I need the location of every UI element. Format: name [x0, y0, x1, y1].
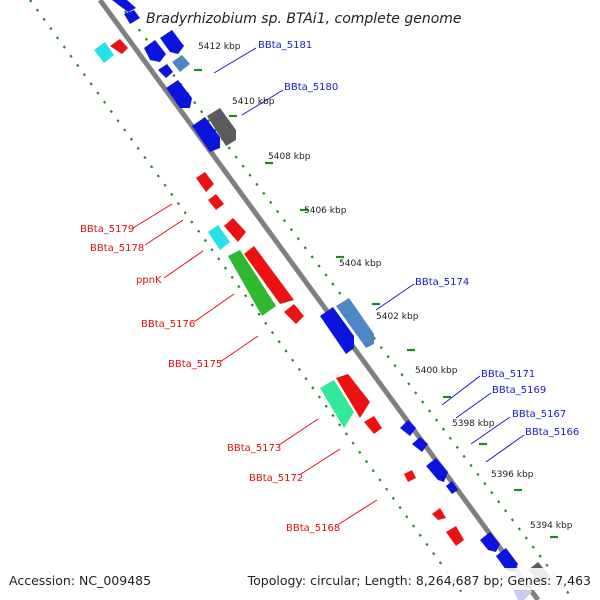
gene-arrow[interactable]	[160, 30, 184, 54]
scale-label: 5398 kbp	[452, 419, 495, 429]
label-leader	[213, 47, 257, 74]
label-leader	[193, 293, 235, 323]
gene-label[interactable]: BBta_5169	[492, 385, 546, 396]
forward-gene-labels: BBta_5181 BBta_5180 BBta_5174 BBta_5171 …	[213, 40, 579, 463]
gene-arrow[interactable]	[364, 416, 382, 434]
gene-arrow[interactable]	[208, 194, 224, 210]
gene-label[interactable]: ppnK	[136, 275, 162, 286]
inner-reverse-tick-line	[29, 0, 467, 599]
gene-arrow[interactable]	[192, 117, 220, 152]
label-leader	[441, 375, 481, 406]
tick-guides	[29, 0, 573, 599]
label-leader	[241, 89, 284, 116]
footer-backdrop	[0, 568, 600, 590]
gene-arrow[interactable]	[412, 437, 428, 452]
label-leader	[132, 203, 173, 229]
scale-label: 5400 kbp	[415, 366, 458, 376]
gene-arrow[interactable]	[124, 10, 140, 24]
gene-label[interactable]: BBta_5172	[249, 473, 303, 484]
label-leader	[455, 392, 492, 419]
gene-label[interactable]: BBta_5179	[80, 224, 134, 235]
gene-arrow[interactable]	[172, 55, 190, 72]
scale-label: 5410 kbp	[232, 97, 275, 107]
gene-arrow[interactable]	[336, 298, 374, 348]
label-leader	[278, 418, 319, 446]
scale-label: 5406 kbp	[304, 206, 347, 216]
gene-arrow[interactable]	[110, 39, 128, 54]
title-area: Bradyrhizobium sp. BTAi1, complete genom…	[140, 6, 462, 30]
accession-text: Accession: NC_009485	[9, 573, 151, 588]
scale-label: 5396 kbp	[491, 470, 534, 480]
footer: Accession: NC_009485 Topology: circular;…	[0, 568, 600, 590]
reverse-genes	[94, 39, 464, 546]
gene-arrow[interactable]	[224, 218, 246, 242]
gene-label[interactable]: BBta_5175	[168, 359, 222, 370]
gene-arrow[interactable]	[228, 250, 276, 316]
gene-arrow[interactable]	[94, 42, 114, 63]
genome-backbone	[97, 0, 541, 600]
gene-arrow[interactable]	[166, 80, 192, 108]
gene-arrow[interactable]	[112, 0, 136, 12]
scale-label: 5394 kbp	[530, 521, 573, 531]
label-leader	[163, 250, 204, 279]
gene-arrow[interactable]	[320, 307, 354, 354]
gene-label[interactable]: BBta_5173	[227, 443, 281, 454]
reverse-gene-labels: BBta_5179 BBta_5178 ppnK BBta_5176 BBta_…	[80, 203, 378, 534]
label-leader	[470, 416, 511, 445]
label-leader	[144, 219, 184, 246]
gene-arrow[interactable]	[432, 508, 446, 520]
gene-arrow[interactable]	[496, 548, 518, 572]
gene-arrow[interactable]	[284, 304, 304, 324]
gene-arrow[interactable]	[400, 420, 416, 436]
title-backdrop	[140, 6, 460, 30]
gene-arrow[interactable]	[244, 246, 294, 304]
gene-arrow[interactable]	[446, 481, 458, 494]
gene-arrow[interactable]	[320, 380, 354, 428]
gene-arrow[interactable]	[404, 470, 416, 482]
label-leader	[338, 499, 378, 525]
gene-arrow[interactable]	[196, 172, 214, 192]
gene-arrow[interactable]	[158, 64, 173, 78]
label-leader	[375, 283, 415, 311]
gene-arrow[interactable]	[207, 108, 236, 146]
label-leader	[219, 335, 259, 363]
gene-arrow[interactable]	[426, 458, 448, 482]
gene-label[interactable]: BBta_5181	[258, 40, 312, 51]
gene-arrow[interactable]	[480, 532, 500, 552]
scale-label: 5402 kbp	[376, 312, 419, 322]
gene-label[interactable]: BBta_5171	[481, 369, 535, 380]
gene-arrow[interactable]	[446, 526, 464, 546]
gene-label[interactable]: BBta_5168	[286, 523, 340, 534]
gene-label[interactable]: BBta_5180	[284, 82, 338, 93]
label-leader	[300, 448, 341, 475]
gene-label[interactable]: BBta_5167	[512, 409, 566, 420]
scale-label: 5412 kbp	[198, 42, 241, 52]
gene-label[interactable]: BBta_5178	[90, 243, 144, 254]
gene-arrow[interactable]	[336, 374, 370, 418]
gene-arrow[interactable]	[144, 40, 166, 62]
forward-genes	[112, 0, 550, 600]
topology-text: Topology: circular; Length: 8,264,687 bp…	[247, 573, 591, 588]
scale-label: 5408 kbp	[268, 152, 311, 162]
map-title: Bradyrhizobium sp. BTAi1, complete genom…	[146, 11, 462, 27]
scale-label: 5404 kbp	[339, 259, 382, 269]
gene-label[interactable]: BBta_5174	[415, 277, 469, 288]
gene-label[interactable]: BBta_5166	[525, 427, 579, 438]
gene-arrow[interactable]	[208, 225, 230, 250]
gene-label[interactable]: BBta_5176	[141, 319, 195, 330]
major-ticks	[194, 68, 558, 539]
label-leader	[485, 434, 525, 463]
scale-labels: 5412 kbp 5410 kbp 5408 kbp 5406 kbp 5404…	[198, 42, 573, 531]
